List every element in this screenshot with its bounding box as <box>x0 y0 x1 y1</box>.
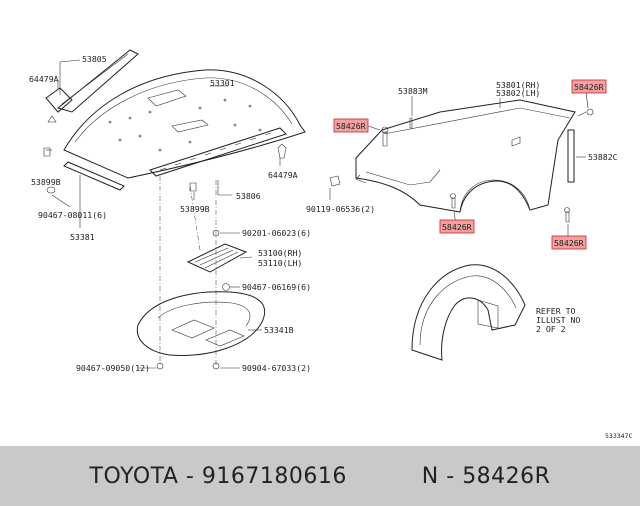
refer-note-line-1: REFER TO <box>536 306 576 316</box>
front-fender-53801 <box>355 99 576 213</box>
spacer <box>347 464 422 489</box>
leader-lines <box>46 59 589 369</box>
highlight-58426R-a <box>333 118 369 133</box>
part-number: 9167180616 <box>201 463 347 489</box>
label-53381: 53381 <box>70 232 95 242</box>
part-info-footer: TOYOTA - 9167180616 N - 58426R <box>0 446 640 506</box>
reference-prefix: N <box>421 463 439 489</box>
label-53899B-left: 53899B <box>31 177 61 187</box>
separator-1: - <box>178 463 202 489</box>
label-58426R-b: 58426R <box>574 82 604 92</box>
label-53301: 53301 <box>210 78 235 88</box>
fender-liner-seal-53882C <box>567 111 587 183</box>
label-64479A-right: 64479A <box>268 170 298 180</box>
label-53883M: 53883M <box>398 86 428 96</box>
separator-2: - <box>438 463 463 489</box>
hood-scoop-grille-53100 <box>186 229 248 291</box>
label-53899B-mid: 53899B <box>180 204 210 214</box>
label-53882C: 53882C <box>588 152 618 162</box>
fender-bolts <box>329 108 594 223</box>
label-53100-rh: 53100(RH) <box>258 248 302 258</box>
label-58426R-a: 58426R <box>336 121 366 131</box>
highlight-58426R-d <box>551 235 587 250</box>
label-53805: 53805 <box>82 54 107 64</box>
hood-clips <box>43 143 287 194</box>
refer-note-line-2: ILLUST NO <box>536 315 580 325</box>
label-58426R-d: 58426R <box>554 238 584 248</box>
hood-front-seal-53805 <box>45 49 139 123</box>
exploded-parts-diagram: 53805 64479A 53899B 90467-08011(6) 53381… <box>29 49 632 440</box>
highlight-58426R-c <box>439 219 475 234</box>
label-64479A-left: 64479A <box>29 74 59 84</box>
label-90467-06169: 90467-06169(6) <box>242 282 311 292</box>
label-90467-08011: 90467-08011(6) <box>38 210 107 220</box>
hood-panel <box>63 69 306 179</box>
label-58426R-c: 58426R <box>442 222 472 232</box>
illustration-code: 533347C <box>605 432 632 440</box>
label-53802-lh: 53802(LH) <box>496 88 540 98</box>
label-53341B: 53341B <box>264 325 294 335</box>
hood-insulator-53341B <box>136 291 266 370</box>
label-53110-lh: 53110(LH) <box>258 258 302 268</box>
label-53801-rh: 53801(RH) <box>496 80 540 90</box>
hood-rear-seal-53806 <box>149 127 287 177</box>
wheel-house-liner <box>411 264 526 361</box>
label-90201-06023: 90201-06023(6) <box>242 228 311 238</box>
label-90904-67033: 90904-67033(2) <box>242 363 311 373</box>
label-90119-06536: 90119-06536(2) <box>306 204 375 214</box>
highlight-58426R-b <box>571 79 607 94</box>
label-53806: 53806 <box>236 191 261 201</box>
brand-name: TOYOTA <box>89 463 179 489</box>
label-90467-09050: 90467-09050(12) <box>76 363 150 373</box>
reference-number: 58426R <box>462 463 551 489</box>
refer-note-line-3: 2 OF 2 <box>536 324 566 334</box>
